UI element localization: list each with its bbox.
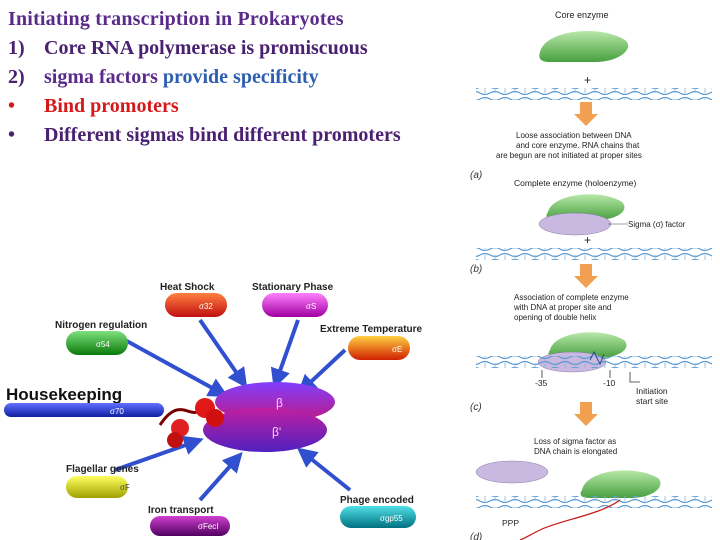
elongation-enzyme xyxy=(580,470,661,498)
point-2-text-b: provide specificity xyxy=(157,66,319,88)
label-a: (a) xyxy=(470,170,482,181)
point-4: • Different sigmas bind different promote… xyxy=(8,123,401,147)
point-3-marker: • xyxy=(8,95,16,117)
minus35-label: -35 xyxy=(535,378,548,388)
arrow-extreme xyxy=(297,348,347,395)
beta-prime-label: β' xyxy=(272,425,281,439)
plus-1: + xyxy=(584,73,591,87)
sigma-heat-shock xyxy=(165,293,227,317)
point-3: • Bind promoters xyxy=(8,94,179,118)
initiation-stages-diagram: Core enzyme + Loose association between … xyxy=(470,10,712,540)
plus-2: + xyxy=(584,233,591,247)
point-1: 1) Core RNA polymerase is promiscuous xyxy=(8,36,368,60)
arrow-nitrogen xyxy=(124,338,229,397)
alpha-subunit-2 xyxy=(206,409,224,427)
text-a-line-3: are begun are not initiated at proper si… xyxy=(496,151,642,160)
label-stationary-phase: Stationary Phase xyxy=(252,282,334,293)
core-enzyme-shape xyxy=(539,30,629,62)
beta-label: β xyxy=(276,396,283,410)
text-c-line-1: Association of complete enzyme xyxy=(514,293,629,302)
sigma-extreme-temperature xyxy=(348,336,410,360)
sigma-nitrogen-regulation-name: σ54 xyxy=(96,340,110,349)
label-d: (d) xyxy=(470,532,482,540)
sigma-flagellar-genes-name: σF xyxy=(120,483,130,492)
label-heat-shock: Heat Shock xyxy=(160,282,215,293)
label-extreme-temperature: Extreme Temperature xyxy=(320,324,423,335)
sigma-factor-b xyxy=(538,212,612,236)
sigma-nitrogen-regulation xyxy=(66,331,128,355)
text-a-line-1: Loose association between DNA xyxy=(516,131,632,140)
minus10-label: -10 xyxy=(603,378,616,388)
arrow-heat-shock xyxy=(198,318,248,389)
point-4-marker: • xyxy=(8,124,16,146)
sigma-iron-transport xyxy=(150,516,230,536)
dna-strand-4 xyxy=(476,496,712,508)
initiation-line-1: Initiation xyxy=(636,386,668,396)
stage-arrow-1 xyxy=(574,102,598,126)
label-flagellar-genes: Flagellar genes xyxy=(66,464,139,475)
sigma-phage-encoded-name: σgp55 xyxy=(380,514,403,523)
complex-c-enzyme xyxy=(548,332,627,358)
point-1-marker: 1) xyxy=(8,37,25,59)
point-1-text: Core RNA polymerase is promiscuous xyxy=(44,37,368,59)
rna-chain xyxy=(519,499,621,540)
arrow-stationary xyxy=(270,319,300,389)
stage-arrow-3 xyxy=(574,402,598,426)
dna-strand-3 xyxy=(476,356,712,368)
label-b: (b) xyxy=(470,264,482,275)
slide-title: Initiating transcription in Prokaryotes xyxy=(8,8,344,30)
open-helix xyxy=(589,350,605,366)
label-iron-transport: Iron transport xyxy=(148,505,214,516)
sigma-stationary-phase xyxy=(262,293,328,317)
point-3-text: Bind promoters xyxy=(44,95,179,117)
ppp-label: PPP xyxy=(502,518,519,528)
sigma-heat-shock-name: σ32 xyxy=(199,302,213,311)
sigma-factor-label: Sigma (σ) factor xyxy=(628,220,686,229)
point-2-text-a: sigma factors xyxy=(44,66,158,88)
text-d-line-2: DNA chain is elongated xyxy=(534,447,617,456)
sigma-housekeeping xyxy=(4,403,164,417)
label-c: (c) xyxy=(470,402,482,413)
released-sigma xyxy=(475,460,549,484)
sigma-phage-encoded xyxy=(340,506,416,528)
arrow-iron xyxy=(198,452,243,502)
sigma-extreme-temperature-name: σE xyxy=(392,345,402,354)
core-enzyme-label: Core enzyme xyxy=(555,10,609,20)
text-d-line-1: Loss of sigma factor as xyxy=(534,437,616,446)
sigma-iron-transport-name: σFecI xyxy=(198,522,219,531)
alpha-subunit-4 xyxy=(167,432,183,448)
arrow-phage xyxy=(296,447,352,492)
text-c-line-2: with DNA at proper site and xyxy=(513,303,611,312)
initiation-line-2: start site xyxy=(636,396,668,406)
dna-strand-1 xyxy=(476,88,712,100)
rna-polymerase-core: β β' xyxy=(158,382,335,452)
point-2: 2) sigma factors provide specificity xyxy=(8,65,319,89)
sigma-flagellar-genes xyxy=(66,476,128,498)
sigma-stationary-phase-name: σS xyxy=(306,302,316,311)
sigma-arrows xyxy=(114,318,352,502)
point-2-marker: 2) xyxy=(8,66,25,88)
sigma-factor-diagram: Heat Shock σ32 Stationary Phase σS Nitro… xyxy=(4,282,423,536)
text-a-line-2: and core enzyme. RNA chains that xyxy=(516,141,640,150)
sigma-housekeeping-name: σ70 xyxy=(110,407,124,416)
label-phage-encoded: Phage encoded xyxy=(340,495,414,506)
point-4-text: Different sigmas bind different promoter… xyxy=(44,124,401,146)
label-nitrogen-regulation: Nitrogen regulation xyxy=(55,320,147,331)
text-c-line-3: opening of double helix xyxy=(514,313,596,322)
arrow-flagellar xyxy=(114,435,204,472)
stage-arrow-2 xyxy=(574,264,598,288)
initiation-marker xyxy=(629,372,640,383)
label-housekeeping: Housekeeping xyxy=(6,385,122,404)
beta-prime-subunit xyxy=(203,408,327,452)
dna-strand-2 xyxy=(476,248,712,260)
holoenzyme-label: Complete enzyme (holoenzyme) xyxy=(514,178,637,188)
